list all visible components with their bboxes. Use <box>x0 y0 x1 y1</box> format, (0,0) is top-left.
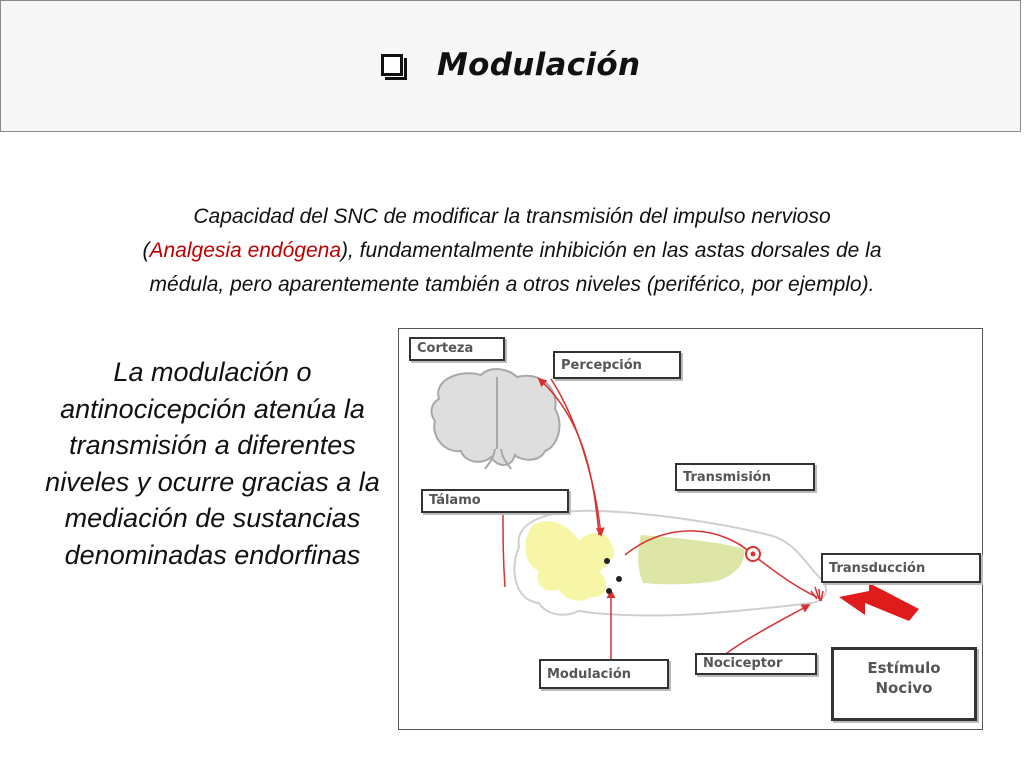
checkbox-bullet-icon <box>381 54 407 80</box>
synapse-dot-2 <box>616 576 622 582</box>
label-percepcion: Percepción <box>553 351 681 379</box>
spinal-cord-outline <box>513 509 827 617</box>
label-talamo: Tálamo <box>421 489 569 513</box>
label-modulacion: Modulación <box>539 659 669 689</box>
pain-pathway-diagram: Corteza Percepción Tálamo Transmisión Tr… <box>398 328 983 730</box>
arrow-from-perception <box>550 378 605 537</box>
synapse-dot-1 <box>604 558 610 564</box>
diagram-drawing <box>430 368 919 660</box>
intro-highlight: Analgesia endógena <box>149 239 342 262</box>
label-transmision: Transmisión <box>675 463 815 491</box>
label-transduccion: Transducción <box>821 553 981 583</box>
label-nociceptor: Nociceptor <box>695 653 817 675</box>
label-estimulo-line-2: Nocivo <box>875 679 933 697</box>
label-estimulo-nocivo: Estímulo Nocivo <box>831 647 977 721</box>
intro-line-3: médula, pero aparentemente también a otr… <box>149 273 875 296</box>
gray-matter-shape <box>525 521 614 601</box>
label-estimulo-line-1: Estímulo <box>867 659 941 677</box>
arrow-nociceptor <box>718 604 811 660</box>
spinal-core-shape <box>638 535 745 585</box>
brain-shape <box>430 368 561 466</box>
title-row: Modulación <box>381 47 640 83</box>
intro-line-1: Capacidad del SNC de modificar la transm… <box>193 205 831 228</box>
intro-paren-open: ( <box>142 239 150 262</box>
slide-title: Modulación <box>437 47 641 83</box>
synapse-dot-3 <box>606 588 612 594</box>
nerve-fiber <box>624 530 818 598</box>
title-banner: Modulación <box>0 0 1021 132</box>
intro-paragraph: Capacidad del SNC de modificar la transm… <box>0 200 1024 302</box>
side-paragraph: La modulación o antinocicepción atenúa l… <box>45 357 380 570</box>
label-corteza: Corteza <box>409 337 505 361</box>
stimulus-arrow <box>839 583 919 621</box>
nerve-terminal <box>810 586 824 602</box>
arrow-to-talamo <box>498 503 508 588</box>
intro-line-2: ), fundamentalmente inhibición en las as… <box>341 239 882 262</box>
